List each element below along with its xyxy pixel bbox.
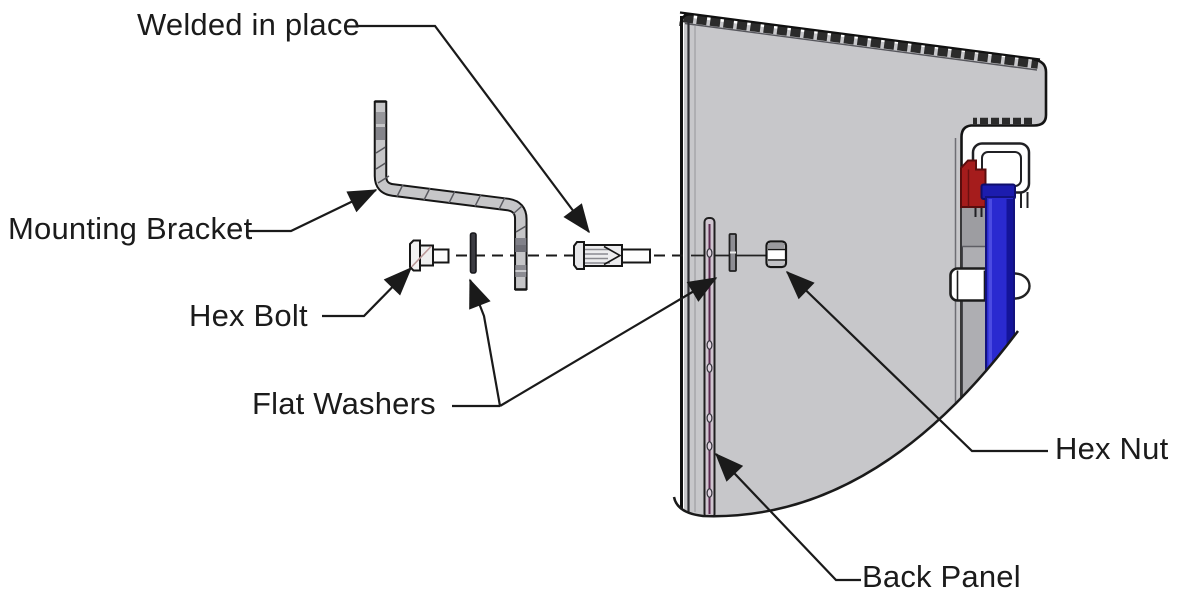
leader-flat-washer-inner [499,277,718,407]
panel-flange-outline [960,58,1048,445]
machine-cross-section [679,11,1048,517]
leader-mounting-bracket [248,189,378,233]
panel-top-outline [679,11,1041,61]
red-latch-part [960,159,987,208]
spot-weld-mark [706,340,713,350]
panel-top-edge-band [682,12,1039,69]
label-mounting-bracket: Mounting Bracket [8,211,253,246]
hex-bolt-part [409,239,450,272]
spot-weld-mark [706,488,713,498]
welded-insert-part [573,241,651,270]
leader-welded-in-place [356,24,590,234]
internal-frame-member [961,198,990,440]
panel-top-inner-line [684,22,1038,71]
back-panel-sheet [703,217,716,517]
insert-stud [621,248,651,264]
blue-rail-part [980,183,1016,380]
break-line-arc [672,330,1020,518]
leader-hex-nut [785,271,1048,453]
bolt-shank [432,248,450,264]
label-hex-nut: Hex Nut [1055,431,1169,466]
label-flat-washers: Flat Washers [252,386,436,421]
mounting-bracket-part [373,100,528,291]
hex-nut-part [765,240,788,269]
label-welded-in-place: Welded in place [137,7,361,42]
spot-weld-mark [706,413,713,423]
label-hex-bolt: Hex Bolt [189,298,308,333]
spot-weld-mark [706,441,713,451]
leader-lines [248,24,1048,582]
leader-back-panel [715,452,861,582]
flat-washer-inner [728,233,737,272]
spot-weld-mark [706,363,713,373]
spot-weld-mark [706,248,713,258]
leader-hex-bolt [322,266,413,318]
bolt-head [419,244,434,267]
flat-washer-outer [469,232,477,274]
label-back-panel: Back Panel [862,559,1021,594]
leader-flat-washer-outer [468,278,502,407]
